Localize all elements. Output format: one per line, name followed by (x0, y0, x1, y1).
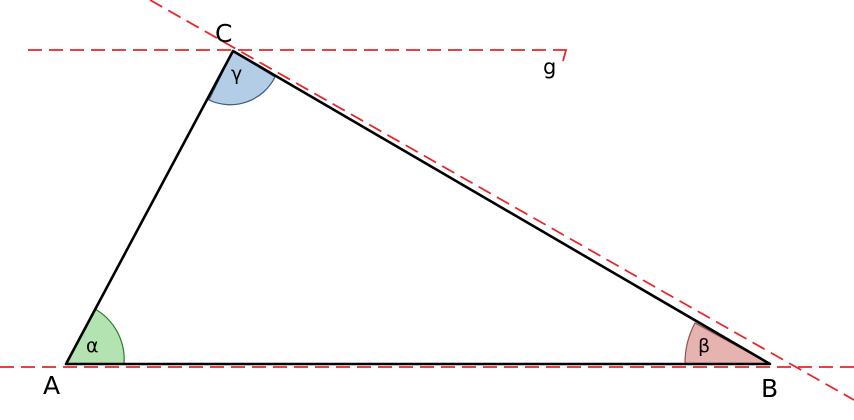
vertex-label-c: C (215, 19, 232, 48)
angle-label-gamma: γ (231, 63, 242, 85)
angle-label-beta: β (698, 335, 710, 357)
dashed-line-through-bc (149, 0, 854, 401)
angle-gamma-sector (208, 50, 276, 106)
line-label-g: g (543, 55, 556, 79)
angle-label-alpha: α (86, 335, 99, 357)
vertex-label-b: B (761, 374, 778, 403)
vertex-label-a: A (43, 371, 60, 400)
triangle-abc (64, 49, 772, 366)
angle-alpha-sector (65, 308, 125, 365)
parallel-line-g-end-tick (562, 49, 567, 62)
